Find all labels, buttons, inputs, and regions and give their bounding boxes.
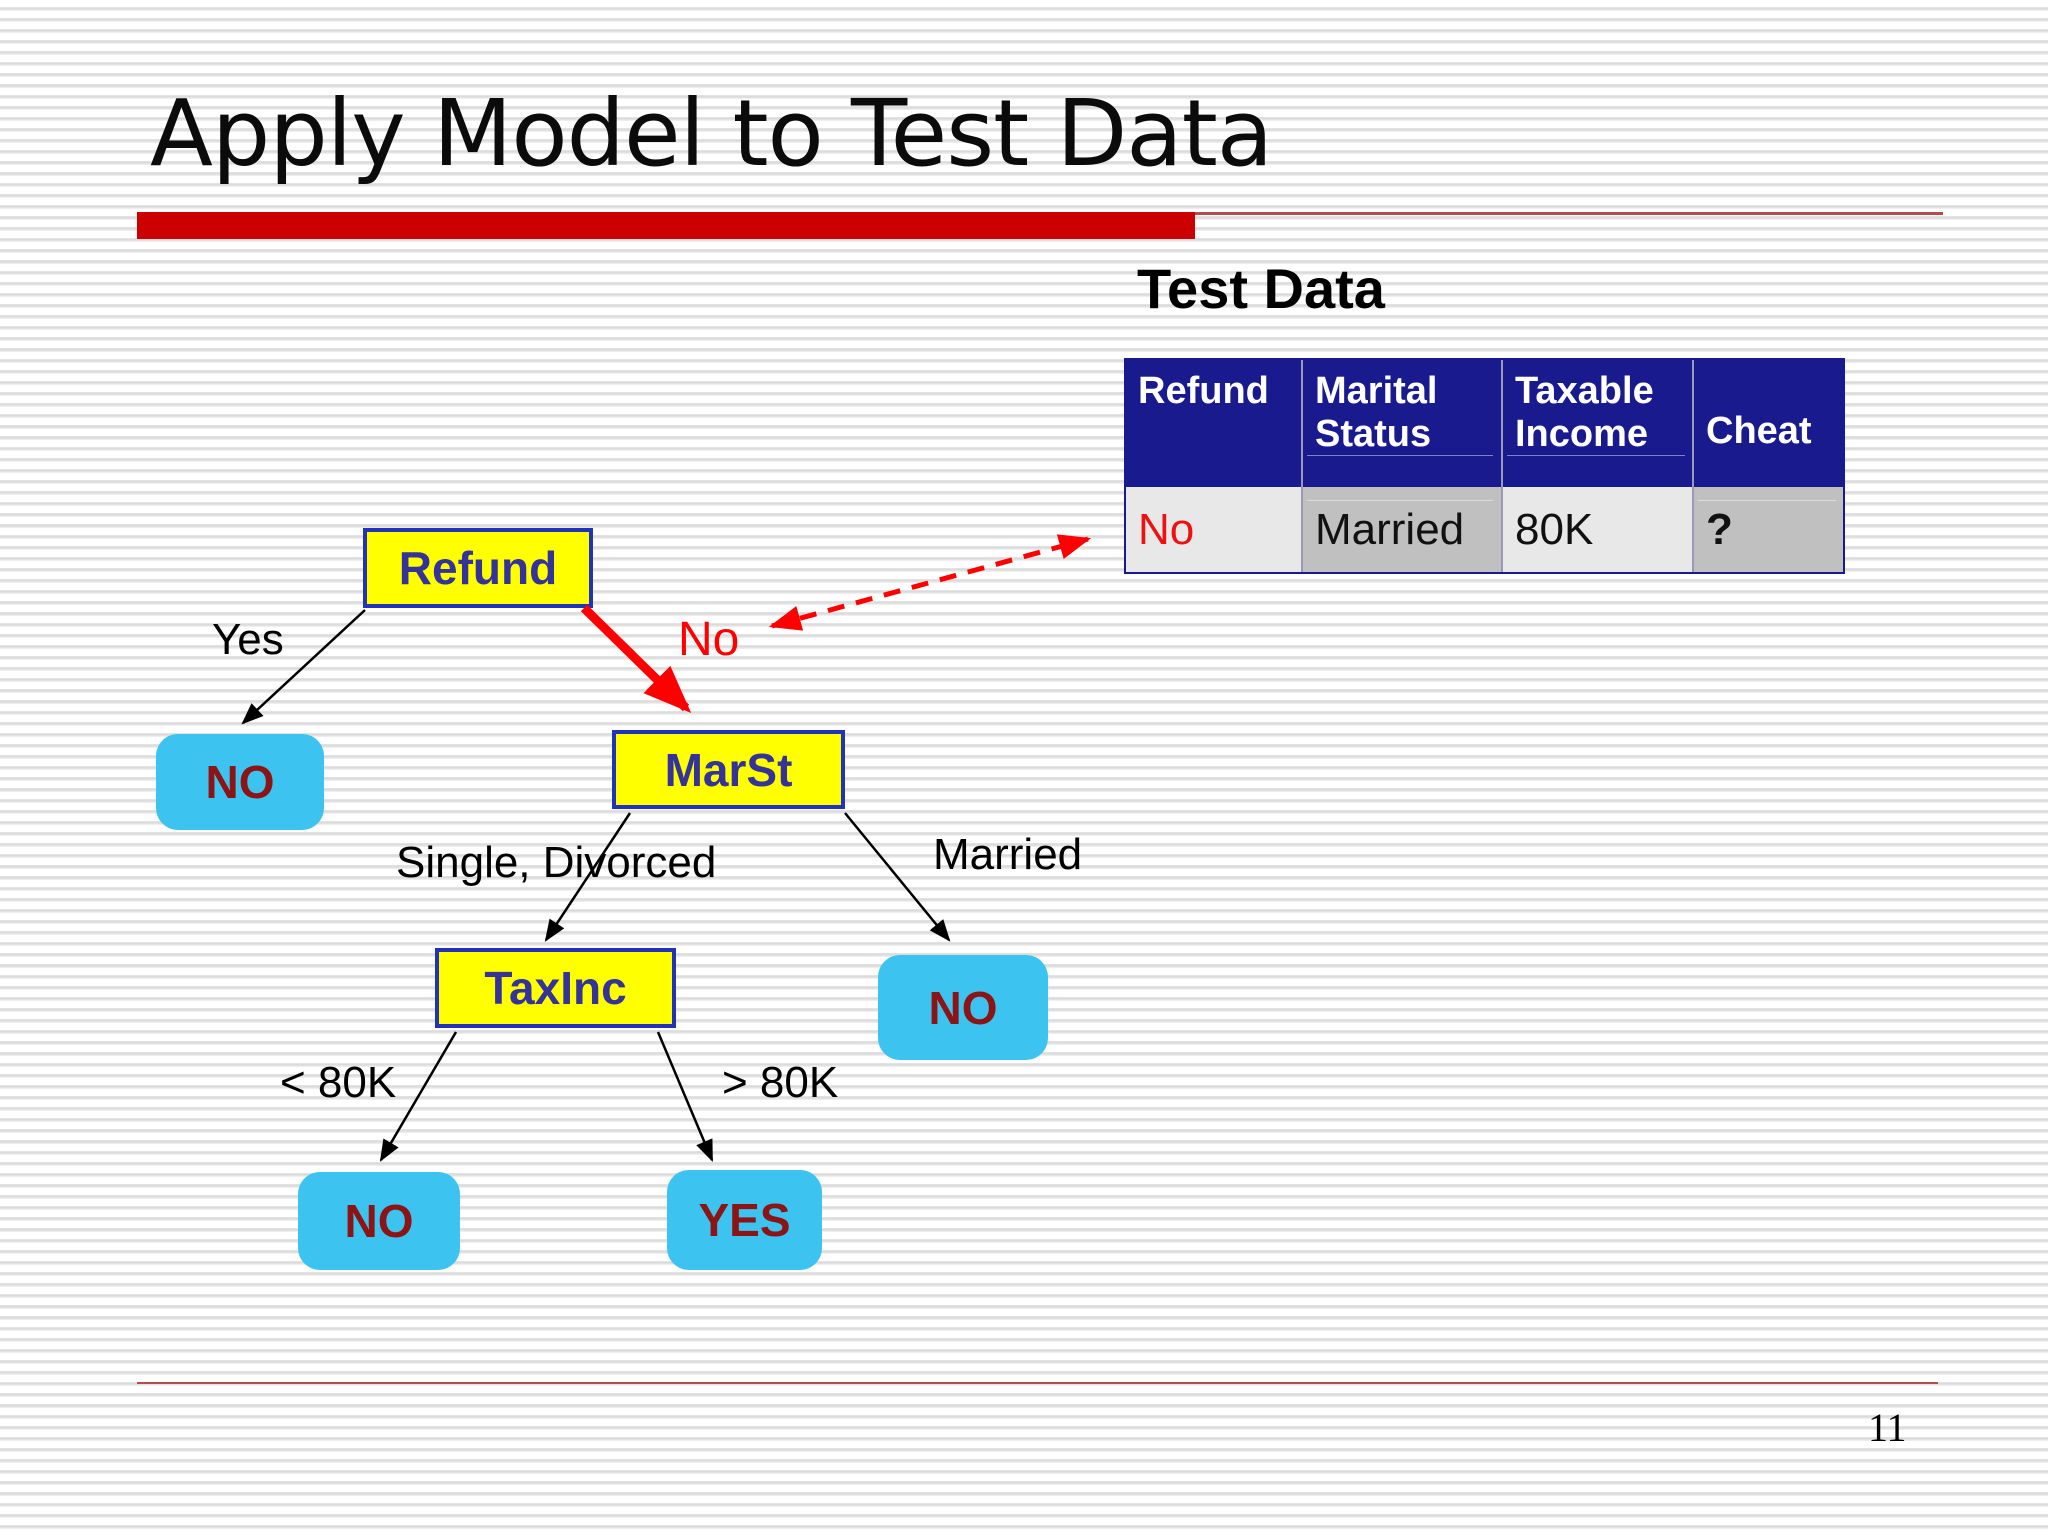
cell-taxable-income: 80K — [1501, 487, 1692, 572]
tree-leaf-no-refund-yes: NO — [156, 734, 324, 830]
tree-leaf-no-married: NO — [878, 955, 1048, 1060]
col-header-cheat: Cheat — [1692, 360, 1843, 487]
tree-leaf-no-lt80k: NO — [298, 1172, 460, 1270]
test-data-table: Refund Marital Status Taxable Income Che… — [1124, 358, 1845, 574]
table-gridline — [1307, 455, 1493, 456]
test-data-heading: Test Data — [1137, 257, 1385, 320]
edge-label-lt-80k: < 80K — [280, 1058, 397, 1107]
cell-refund: No — [1126, 487, 1301, 572]
cell-marital-status: Married — [1301, 487, 1501, 572]
edge-label-no: No — [678, 613, 740, 666]
tree-node-taxinc: TaxInc — [435, 948, 676, 1028]
title-underline-thick — [137, 212, 1195, 239]
cell-cheat: ? — [1692, 487, 1843, 572]
edge-taxinc-gt80k — [656, 1031, 714, 1163]
table-gridline — [1307, 500, 1493, 501]
edge-label-single-divorced: Single, Divorced — [396, 838, 717, 887]
edge-label-married: Married — [933, 830, 1083, 879]
slide-title: Apply Model to Test Data — [150, 80, 1273, 187]
tree-leaf-yes-gt80k: YES — [667, 1170, 822, 1270]
col-header-refund: Refund — [1126, 360, 1301, 487]
edge-refund-no — [580, 604, 692, 714]
col-header-marital-status: Marital Status — [1301, 360, 1501, 487]
table-gridline — [1507, 455, 1685, 456]
edge-label-yes: Yes — [212, 615, 284, 664]
col-header-taxable-income: Taxable Income — [1501, 360, 1692, 487]
edge-apply-to-record — [768, 534, 1092, 631]
footer-rule — [137, 1382, 1938, 1384]
page-number: 11 — [1868, 1405, 1907, 1450]
tree-node-marst: MarSt — [612, 730, 845, 809]
table-gridline — [1698, 500, 1836, 501]
edge-label-gt-80k: > 80K — [722, 1058, 839, 1107]
tree-node-refund: Refund — [363, 528, 593, 608]
